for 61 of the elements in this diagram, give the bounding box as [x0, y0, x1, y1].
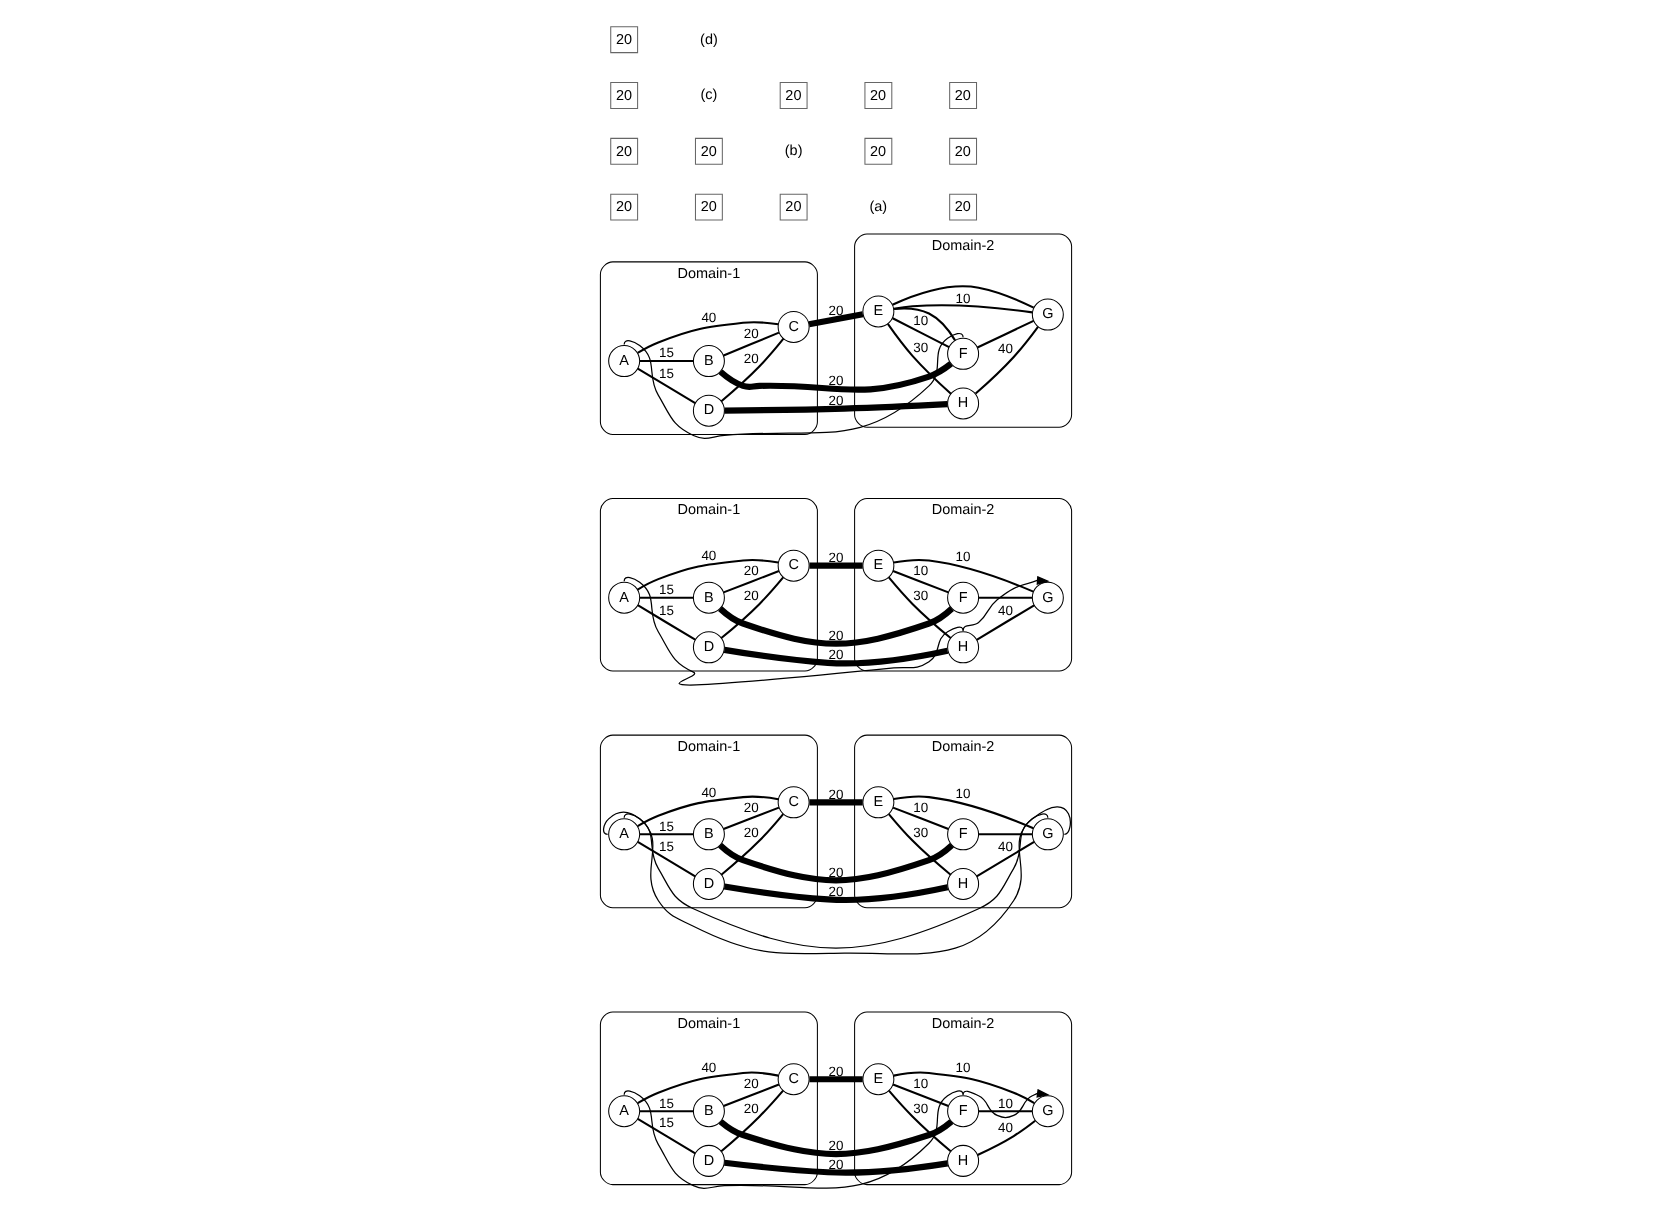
connector: [887, 323, 952, 395]
connector: [809, 799, 863, 806]
connector: [893, 558, 1034, 593]
connector: [720, 576, 784, 639]
connector: [892, 317, 950, 349]
connector: [637, 559, 779, 591]
connector: [640, 1110, 694, 1113]
connector: [809, 562, 863, 569]
connector: [720, 813, 784, 876]
connector: [893, 1071, 1035, 1105]
connector: [637, 1071, 779, 1105]
connector: [718, 606, 954, 647]
connector: [888, 1089, 952, 1153]
connector: [723, 331, 780, 357]
connector: [720, 1089, 784, 1153]
connector: [640, 360, 694, 363]
connector: [637, 795, 779, 828]
connector: [637, 321, 779, 354]
connector: [723, 1083, 780, 1107]
connector: [718, 361, 953, 393]
connector: [809, 1076, 863, 1083]
connector: [724, 1159, 949, 1176]
connector: [892, 806, 949, 830]
connector: [893, 304, 1033, 314]
connector: [974, 326, 1039, 395]
connector: [892, 570, 949, 594]
connector: [623, 813, 1049, 949]
connector: [978, 1110, 1033, 1113]
connector: [718, 842, 954, 884]
connector: [602, 806, 1071, 955]
connector: [888, 813, 952, 876]
connector: [640, 596, 694, 599]
connector: [723, 646, 949, 667]
connector: [893, 795, 1034, 830]
connector: [808, 311, 864, 328]
connector: [892, 1083, 949, 1107]
connector: [976, 604, 1035, 641]
connector: [724, 401, 948, 414]
connector: [976, 319, 1034, 349]
connector: [623, 576, 964, 686]
connector: [888, 576, 952, 639]
connector: [637, 367, 696, 404]
connector: [723, 570, 780, 594]
connector: [976, 841, 1035, 878]
connector: [723, 883, 949, 903]
connector: [637, 604, 696, 641]
connector: [720, 338, 785, 402]
connector: [723, 806, 780, 830]
connector: [892, 285, 1035, 309]
arrow: [962, 575, 1050, 632]
connector: [718, 1119, 954, 1158]
connector: [978, 833, 1033, 836]
connector: [637, 841, 696, 878]
connector: [637, 1117, 696, 1155]
connector: [623, 332, 964, 439]
arrow: [962, 1088, 1050, 1119]
connector: [977, 1119, 1036, 1156]
connector: [894, 307, 956, 341]
connector: [640, 833, 694, 836]
connector: [623, 1090, 964, 1189]
connector: [978, 596, 1033, 599]
